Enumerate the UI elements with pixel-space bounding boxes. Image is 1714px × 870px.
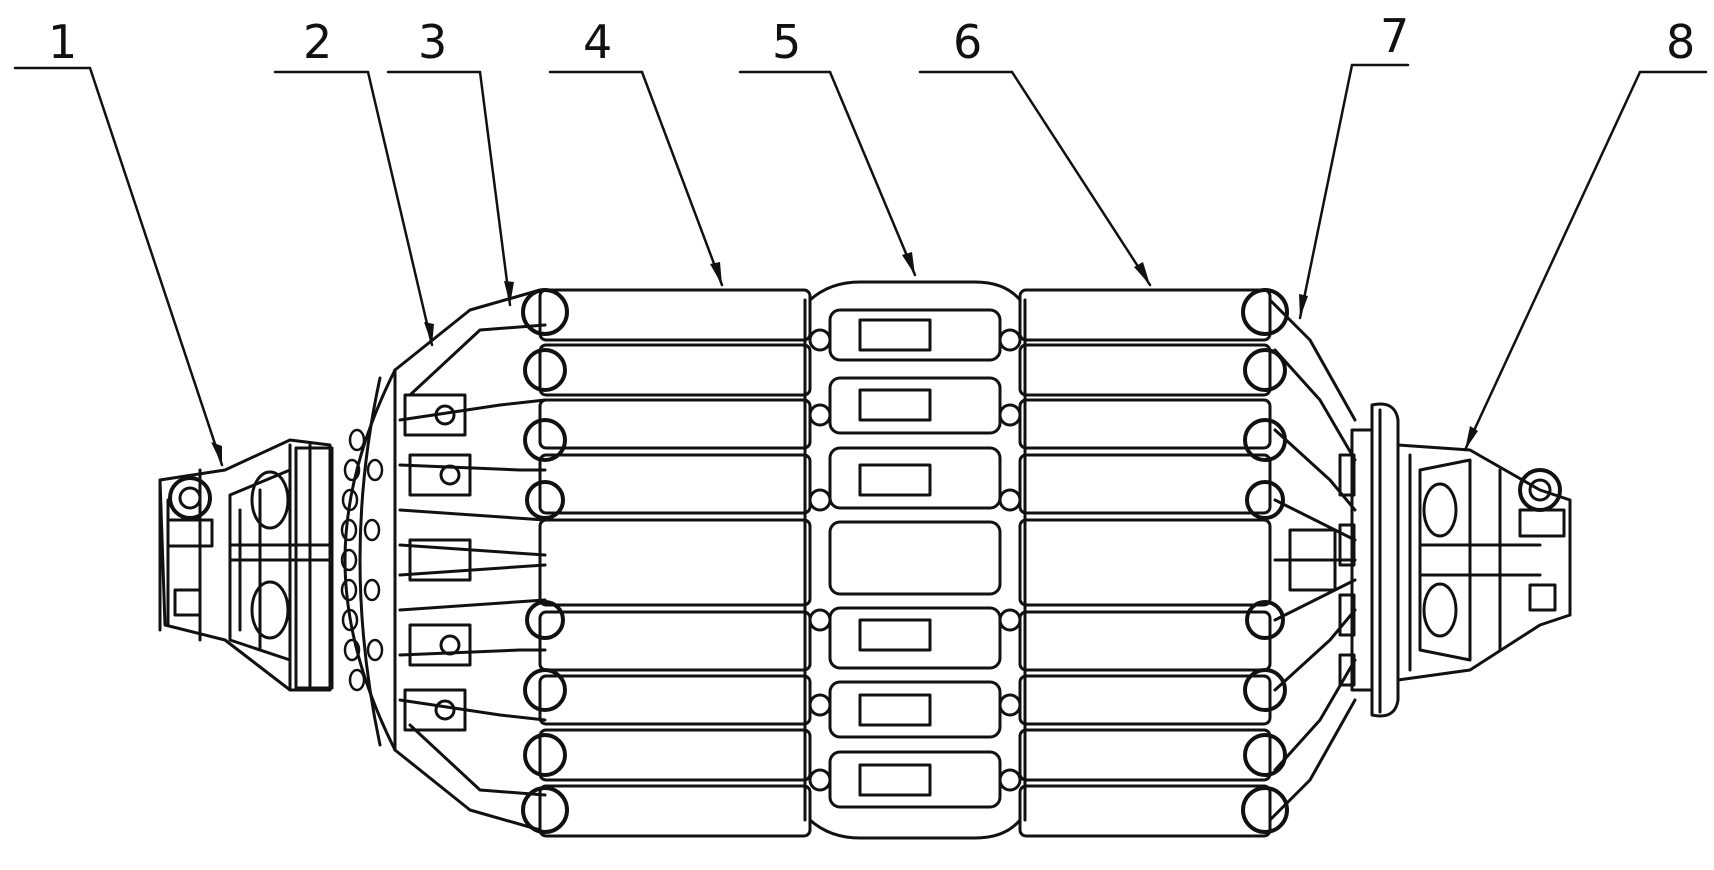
left-cone-links	[393, 288, 547, 832]
callout-7-label: 7	[1380, 9, 1409, 63]
callout-1: 1	[13, 15, 224, 467]
callout-8: 8	[1463, 15, 1708, 452]
disc-holes	[340, 428, 384, 692]
callout-3-label: 3	[418, 15, 447, 69]
callout-6-label: 6	[953, 15, 982, 69]
central-coupling-links	[803, 280, 1027, 840]
right-longitudinal-bars	[1018, 288, 1289, 838]
callout-2-label: 2	[303, 15, 332, 69]
left-end-bracket	[158, 438, 334, 692]
callout-8-label: 8	[1666, 15, 1695, 69]
callout-5-label: 5	[772, 15, 801, 69]
callout-4-label: 4	[583, 15, 612, 69]
callout-7: 7	[1298, 9, 1409, 320]
right-end-bracket	[1338, 402, 1572, 718]
callout-1-label: 1	[48, 15, 77, 69]
callout-3: 3	[386, 15, 514, 307]
callout-2: 2	[273, 15, 434, 347]
left-longitudinal-bars	[521, 288, 812, 838]
callout-4: 4	[548, 15, 724, 287]
right-cone-links	[1268, 298, 1357, 822]
callout-6: 6	[918, 15, 1152, 287]
left-dome-disc	[340, 368, 397, 752]
callout-5: 5	[738, 15, 917, 277]
